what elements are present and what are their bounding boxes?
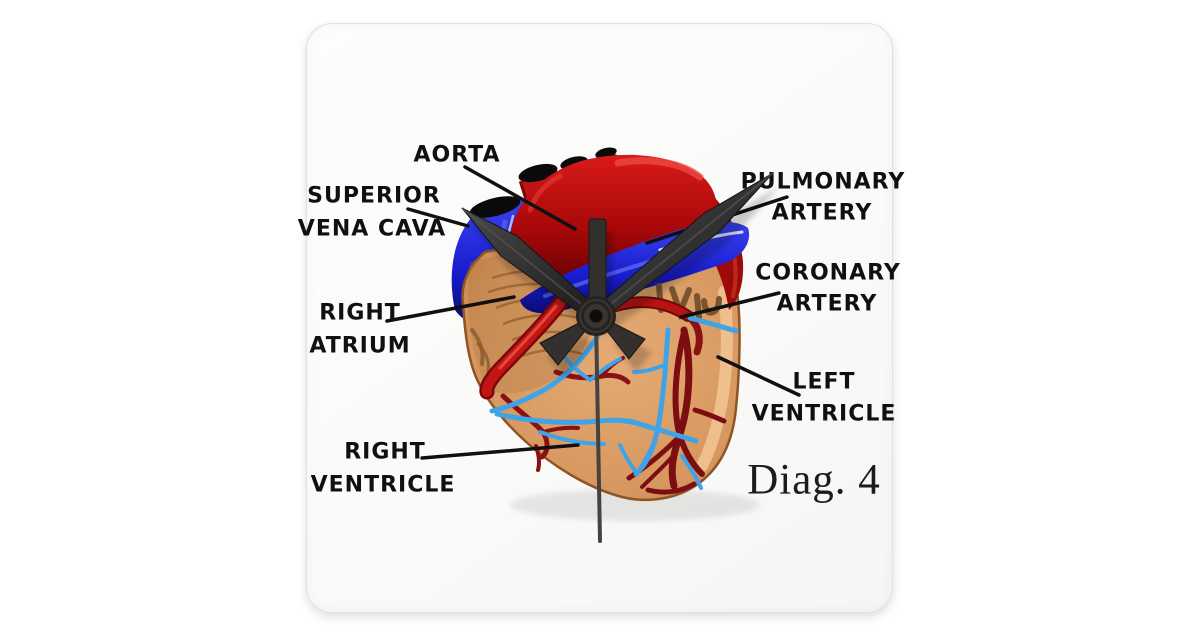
label-left-ventricle-line1: LEFT (792, 369, 856, 395)
hour-hand (461, 207, 646, 360)
second-hand (588, 218, 607, 543)
label-pulmonary-artery-line1: PULMONARY (740, 169, 906, 195)
leader-right-atrium (385, 295, 516, 323)
leader-lines (385, 165, 801, 460)
leader-coronary-artery (679, 291, 781, 319)
leader-right-ventricle (420, 443, 580, 460)
label-right-atrium-line1: RIGHT (319, 300, 401, 326)
label-pulmonary-artery-line2: ARTERY (771, 200, 873, 226)
label-aorta: AORTA (413, 142, 501, 168)
label-left-ventricle-line2: VENTRICLE (751, 401, 897, 427)
leader-aorta (463, 165, 577, 231)
label-coronary-artery-line2: ARTERY (776, 291, 878, 317)
vena-cava-opening (469, 196, 521, 218)
leader-left-ventricle (716, 355, 801, 397)
label-superior-vena-cava-line2: VENA CAVA (297, 216, 447, 242)
label-coronary-artery-line1: CORONARY (755, 260, 901, 286)
leader-superior-vena-cava (406, 207, 470, 228)
label-right-ventricle-line1: RIGHT (344, 439, 426, 465)
label-right-atrium-line2: ATRIUM (309, 333, 411, 359)
heart-edge-highlight (696, 286, 733, 472)
clock-hub (576, 296, 616, 336)
label-right-ventricle-line2: VENTRICLE (310, 472, 456, 498)
minute-hand (539, 172, 774, 366)
label-superior-vena-cava-line1: SUPERIOR (307, 183, 441, 209)
heart-drop-shadow (510, 489, 760, 521)
diagram-caption: Diag. 4 (747, 456, 881, 504)
